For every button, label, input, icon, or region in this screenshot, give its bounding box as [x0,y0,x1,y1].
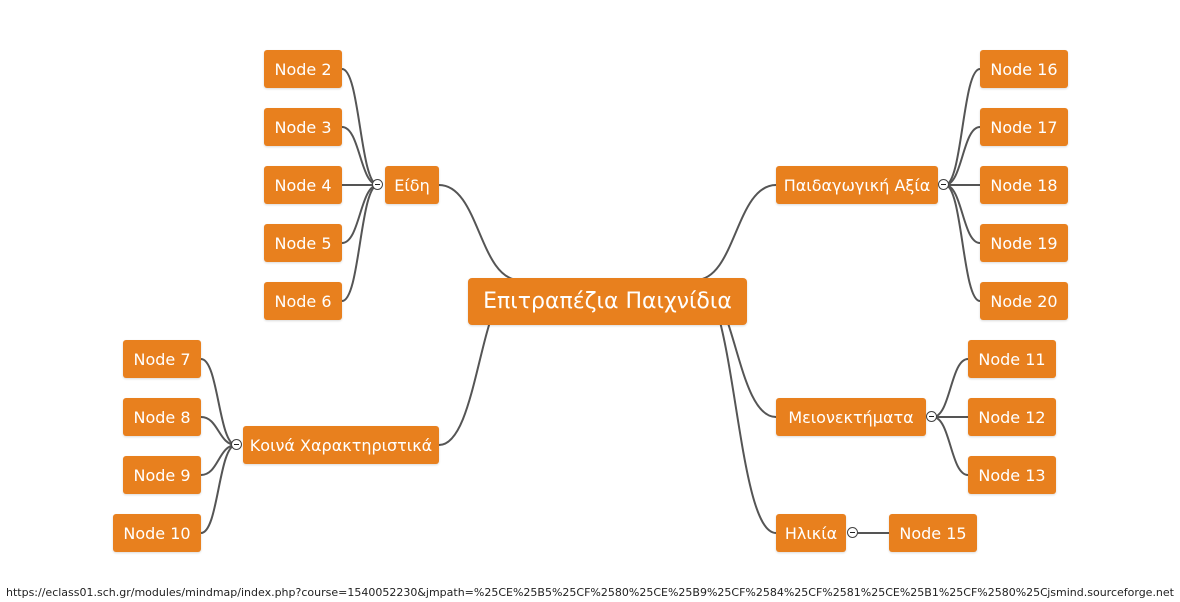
connector-nd-eidi-nd-n5 [341,184,379,244]
leaf-label: Node 20 [990,291,1058,311]
root-node-label: Επιτραπέζια Παιχνίδια [483,289,732,314]
leaf-label: Node 6 [274,291,332,311]
leaf-label: Node 16 [990,59,1058,79]
root-node[interactable]: Επιτραπέζια Παιχνίδια [468,278,747,325]
leaf-node-19[interactable]: Node 19 [980,224,1068,262]
leaf-node-11[interactable]: Node 11 [968,340,1056,378]
collapse-toggle-eidi[interactable] [372,179,383,190]
status-credit: jsmind.sourceforge.net [1047,586,1174,600]
leaf-node-13[interactable]: Node 13 [968,456,1056,494]
connector-nd-paid-nd-n19 [944,184,981,244]
connector-nd-paid-nd-n16 [944,68,981,186]
collapse-toggle-meionektimata[interactable] [926,411,937,422]
connector-nd-eidi-nd-n6 [341,184,379,302]
leaf-label: Node 2 [274,59,332,79]
connector-root-nd-eidi [438,184,520,281]
branch-label: Είδη [394,175,430,195]
leaf-node-3[interactable]: Node 3 [264,108,342,146]
branch-node-eidi[interactable]: Είδη [385,166,439,204]
connector-nd-eidi-nd-n3 [341,126,379,186]
collapse-toggle-koina[interactable] [231,439,242,450]
leaf-label: Node 10 [123,523,191,543]
leaf-label: Node 9 [133,465,191,485]
branch-label: Μειονεκτήματα [788,407,914,427]
branch-label: Κοινά Χαρακτηριστικά [249,435,433,455]
leaf-node-18[interactable]: Node 18 [980,166,1068,204]
branch-label: Παιδαγωγική Αξία [783,175,931,195]
leaf-node-9[interactable]: Node 9 [123,456,201,494]
leaf-label: Node 4 [274,175,332,195]
leaf-label: Node 7 [133,349,191,369]
leaf-node-4[interactable]: Node 4 [264,166,342,204]
leaf-node-7[interactable]: Node 7 [123,340,201,378]
leaf-label: Node 13 [978,465,1046,485]
leaf-label: Node 3 [274,117,332,137]
leaf-node-15[interactable]: Node 15 [889,514,977,552]
leaf-label: Node 11 [978,349,1046,369]
leaf-label: Node 17 [990,117,1058,137]
leaf-node-20[interactable]: Node 20 [980,282,1068,320]
leaf-node-8[interactable]: Node 8 [123,398,201,436]
leaf-label: Node 12 [978,407,1046,427]
branch-node-koina-xaraktiristika[interactable]: Κοινά Χαρακτηριστικά [243,426,439,464]
leaf-node-6[interactable]: Node 6 [264,282,342,320]
connector-nd-meion-nd-n11 [932,358,969,418]
leaf-label: Node 19 [990,233,1058,253]
leaf-label: Node 8 [133,407,191,427]
status-url: https://eclass01.sch.gr/modules/mindmap/… [6,586,1174,599]
leaf-label: Node 18 [990,175,1058,195]
leaf-node-12[interactable]: Node 12 [968,398,1056,436]
connector-nd-meion-nd-n13 [932,416,969,476]
leaf-label: Node 5 [274,233,332,253]
connector-nd-eidi-nd-n2 [341,68,379,186]
branch-node-paidagogiki-axia[interactable]: Παιδαγωγική Αξία [776,166,938,204]
connector-root-nd-paid [695,184,777,281]
connector-nd-paid-nd-n17 [944,126,981,186]
branch-node-ilikia[interactable]: Ηλικία [776,514,846,552]
branch-node-meionektimata[interactable]: Μειονεκτήματα [776,398,926,436]
leaf-node-16[interactable]: Node 16 [980,50,1068,88]
branch-label: Ηλικία [784,523,838,543]
leaf-node-5[interactable]: Node 5 [264,224,342,262]
leaf-node-17[interactable]: Node 17 [980,108,1068,146]
status-bar: https://eclass01.sch.gr/modules/mindmap/… [6,586,1174,600]
collapse-toggle-paidagogiki[interactable] [938,179,949,190]
leaf-node-2[interactable]: Node 2 [264,50,342,88]
connector-nd-koina-nd-n10 [200,444,237,534]
collapse-toggle-ilikia[interactable] [847,527,858,538]
leaf-label: Node 15 [899,523,967,543]
leaf-node-10[interactable]: Node 10 [113,514,201,552]
connector-nd-paid-nd-n20 [944,184,981,302]
